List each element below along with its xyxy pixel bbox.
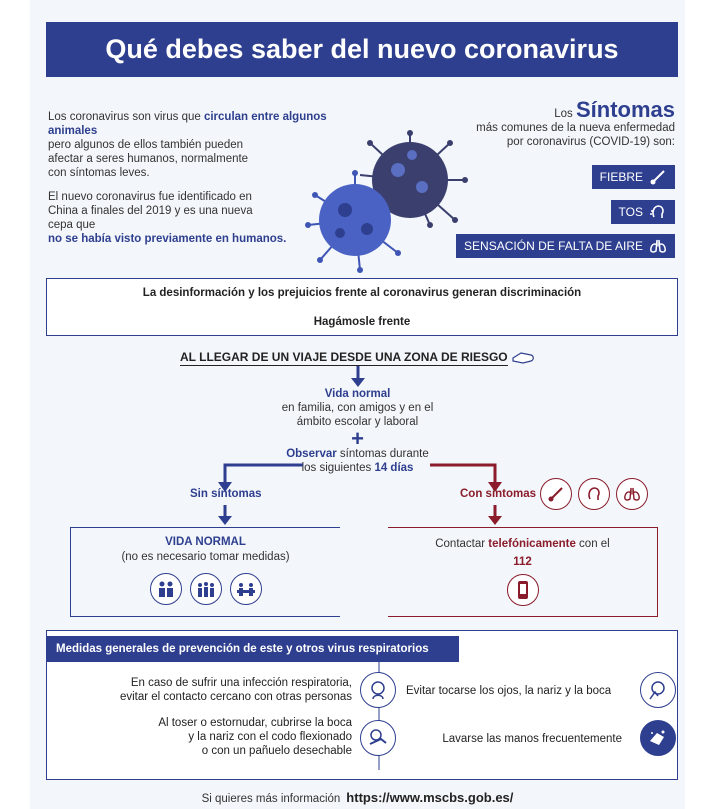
symptoms-line-1: más comunes de la nueva enfermedad [476, 122, 675, 134]
vida-normal-icons [71, 573, 340, 605]
phone-icon [506, 574, 539, 606]
prevention-item-hands: Lavarse las manos frecuentemente [442, 733, 622, 745]
intro-paragraph-1: Los coronavirus son virus que circulan e… [48, 110, 348, 180]
dias-highlight: 14 días [374, 462, 414, 474]
footer-link[interactable]: https://www.mscbs.gob.es/ [346, 790, 514, 805]
vida-normal-title: Vida normal [324, 388, 391, 400]
discrimination-text: La desinformación y los prejuicios frent… [142, 287, 582, 299]
vida-normal-caps: VIDA NORMAL [165, 536, 246, 548]
sin-sintomas-label: Sin síntomas [190, 488, 262, 500]
pointing-hand-icon [512, 352, 534, 364]
cough-icon [650, 205, 664, 218]
symptoms-title: Los Síntomas [415, 99, 675, 121]
contactar-line: Contactar telefónicamente con el [388, 538, 657, 550]
symptom-falta-aire: SENSACIÓN DE FALTA DE AIRE [456, 234, 675, 258]
virus-dark-icon [359, 130, 468, 228]
cough-icon [578, 478, 610, 510]
touch-face-icon [640, 672, 676, 708]
prevention-item-cough: Al toser o estornudar, cubrirse la boca … [70, 716, 352, 758]
con-sintomas-icons [540, 478, 648, 510]
arrow-down-icon [351, 366, 365, 387]
contactar-text: Contactar [435, 538, 489, 550]
dias-line: los siguientes 14 días [30, 461, 685, 475]
con-sintomas-panel: Contactar telefónicamente con el 112 [388, 527, 658, 617]
symptom-falta-aire-label: SENSACIÓN DE FALTA DE AIRE [464, 239, 643, 253]
virus-light-icon [305, 170, 401, 273]
friends-icon [189, 573, 222, 605]
symptom-tos-label: TOS [618, 205, 643, 219]
intro-p1-highlight: circulan entre algunos animales [48, 111, 327, 137]
telefonicamente-highlight: telefónicamente [488, 538, 576, 550]
prevention-item-face: Evitar tocarse los ojos, la nariz y la b… [406, 685, 612, 697]
prevention-i3-line-1: Al toser o estornudar, cubrirse la boca [158, 717, 352, 729]
symptom-fiebre: FIEBRE [591, 165, 675, 189]
hand-washing-icon [640, 720, 676, 756]
symptoms-heading: Los Síntomas más comunes de la nueva enf… [415, 99, 675, 149]
intro-p2-highlight: no se había visto previamente en humanos… [48, 233, 287, 245]
school-work-icon [229, 573, 262, 605]
arrow-down-left-icon [218, 505, 232, 525]
prevention-item-contact: En caso de sufrir una infección respirat… [70, 676, 352, 704]
elbow-cough-icon [360, 720, 396, 756]
intro-p1-text-b: pero algunos de ellos también pueden afe… [48, 139, 249, 179]
branch-arrows [218, 463, 502, 492]
intro-paragraph-2: El nuevo coronavirus fue identificado en… [48, 190, 348, 246]
vida-normal-desc-1: en familia, con amigos y en el [281, 402, 434, 414]
infographic-page: Qué debes saber del nuevo coronavirus Lo… [30, 0, 685, 809]
symptom-tos: TOS [610, 200, 675, 224]
lungs-icon [616, 478, 648, 510]
coronavirus-illustration [305, 130, 468, 273]
intro-p2-text: El nuevo coronavirus fue identificado en… [48, 191, 253, 231]
symptoms-big-label: Síntomas [575, 97, 675, 122]
plus-sign: + [351, 426, 364, 451]
vida-normal-desc-2: ámbito escolar y laboral [296, 416, 419, 428]
phone-icon-wrap [388, 574, 657, 606]
travel-heading-b: DESDE UNA ZONA DE RIESGO [327, 350, 508, 364]
vida-normal-block: Vida normal en familia, con amigos y en … [30, 387, 685, 429]
prevention-i3-line-3: o con un pañuelo desechable [201, 745, 352, 757]
emergency-number: 112 [513, 556, 532, 568]
discrimination-callout: Hagámosle frente [313, 316, 411, 328]
page-title: Qué debes saber del nuevo coronavirus [46, 22, 678, 77]
footer: Si quieres más información https://www.ms… [30, 790, 685, 805]
thermometer-icon [650, 170, 665, 185]
footer-text: Si quieres más información [201, 793, 341, 805]
prevention-i3-line-2: y la nariz con el codo flexionado [188, 731, 352, 743]
symptoms-line-2: por coronavirus (COVID-19) son: [506, 136, 675, 148]
observar-line: Observar síntomas durante [30, 447, 685, 461]
blue-branch-arrow [223, 463, 303, 486]
travel-heading: AL LLEGAR DE UN VIAJE DESDE UNA ZONA DE … [30, 350, 685, 366]
travel-heading-trip: VIAJE [292, 350, 328, 364]
observar-highlight: Observar [286, 448, 337, 460]
red-branch-arrow [430, 463, 497, 486]
symptom-fiebre-label: FIEBRE [599, 170, 643, 184]
prevention-i1-line-2: evitar el contacto cercano con otras per… [119, 691, 352, 703]
arrow-down-right-icon [488, 505, 502, 525]
prevention-i1-line-1: En caso de sufrir una infección respirat… [130, 677, 352, 689]
sin-sintomas-panel: VIDA NORMAL (no es necesario tomar medid… [70, 527, 340, 617]
travel-heading-a: AL LLEGAR DE UN [180, 350, 293, 364]
prevention-heading: Medidas generales de prevención de este … [46, 636, 459, 662]
sick-person-icon [360, 672, 396, 708]
symptoms-pre-label: Los [554, 108, 576, 120]
discrimination-box: La desinformación y los prejuicios frent… [46, 278, 678, 336]
observar-block: Observar síntomas durante los siguientes… [30, 447, 685, 475]
con-sintomas-label: Con síntomas [460, 488, 537, 500]
intro-text: Los coronavirus son virus que circulan e… [48, 110, 348, 256]
siguientes-text: los siguientes [301, 462, 375, 474]
con-el-text: con el [575, 538, 610, 550]
no-medidas-text: (no es necesario tomar medidas) [121, 551, 290, 563]
thermometer-icon [540, 478, 572, 510]
observar-rest: síntomas durante [336, 448, 429, 460]
lungs-icon [650, 239, 666, 253]
intro-p1-text: Los coronavirus son virus que [48, 111, 204, 123]
travel-heading-line: AL LLEGAR DE UN VIAJE DESDE UNA ZONA DE … [180, 350, 508, 366]
family-icon [149, 573, 182, 605]
